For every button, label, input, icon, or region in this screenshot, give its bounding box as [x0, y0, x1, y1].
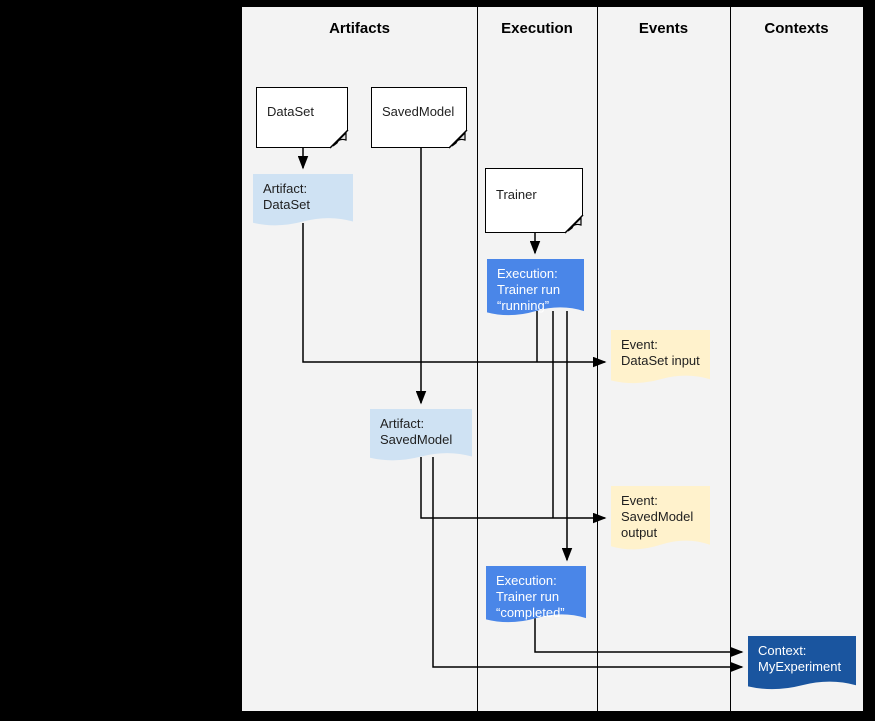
document-shape — [486, 566, 586, 623]
node-dataset-label: DataSet — [267, 104, 314, 119]
node-trainer-label: Trainer — [496, 187, 537, 202]
node-line: SavedModel — [380, 432, 453, 447]
column-header-contexts: Contexts — [764, 20, 829, 37]
node-line: MyExperiment — [758, 659, 842, 674]
folded-corner-icon — [563, 213, 584, 234]
document-shape — [611, 330, 710, 384]
node-line: DataSet input — [621, 353, 700, 368]
node-line: “running” — [497, 298, 550, 313]
document-shape — [370, 409, 472, 461]
node-line: Context: — [758, 643, 807, 658]
node-line: Trainer run — [497, 282, 561, 297]
node-execution-running: Execution: Trainer run “running” — [487, 259, 584, 321]
node-line: SavedModel — [621, 509, 694, 524]
column-divider-events-contexts — [730, 7, 731, 711]
node-trainer-box: Trainer — [485, 168, 584, 234]
document-shape — [253, 174, 353, 226]
diagram-canvas: Artifacts Execution Events Contexts Data… — [242, 7, 863, 711]
arrow-artifact-savedmodel-to-context — [432, 457, 744, 673]
node-line: Execution: — [496, 573, 557, 588]
column-header-events: Events — [638, 20, 689, 37]
column-header-artifacts: Artifacts — [329, 20, 390, 37]
node-line: Event: — [621, 493, 658, 508]
document-shape — [611, 486, 710, 550]
arrow-artifact-dataset-to-event-dataset-input — [302, 223, 607, 368]
document-shape — [748, 636, 856, 690]
node-context-myexperiment: Context: MyExperiment — [748, 636, 856, 696]
node-event-savedmodel-output: Event: SavedModel output — [611, 486, 710, 556]
node-artifact-savedmodel: Artifact: SavedModel — [370, 409, 472, 467]
node-line: “completed” — [496, 605, 565, 620]
node-line: Artifact: — [263, 181, 308, 196]
column-header-execution: Execution — [501, 20, 573, 37]
folded-corner-icon — [447, 128, 468, 149]
node-dataset-box: DataSet — [256, 87, 349, 149]
folded-corner-icon — [328, 128, 349, 149]
node-execution-completed: Execution: Trainer run “completed” — [486, 566, 586, 628]
node-line: Artifact: — [380, 416, 425, 431]
node-savedmodel-box: SavedModel — [371, 87, 468, 149]
node-artifact-dataset: Artifact: DataSet — [253, 174, 353, 232]
node-savedmodel-label: SavedModel — [382, 104, 455, 119]
node-line: Trainer run — [496, 589, 560, 604]
arrow-execution-completed-to-context — [534, 617, 744, 658]
arrow-artifact-savedmodel-to-event-savedmodel-output — [420, 457, 607, 524]
column-divider-artifacts-execution — [477, 7, 478, 711]
node-line: DataSet — [263, 197, 310, 212]
document-shape — [487, 259, 584, 316]
node-line: output — [621, 525, 658, 540]
node-event-dataset-input: Event: DataSet input — [611, 330, 710, 390]
node-line: Execution: — [497, 266, 558, 281]
node-line: Event: — [621, 337, 658, 352]
connector-lines — [297, 148, 744, 673]
